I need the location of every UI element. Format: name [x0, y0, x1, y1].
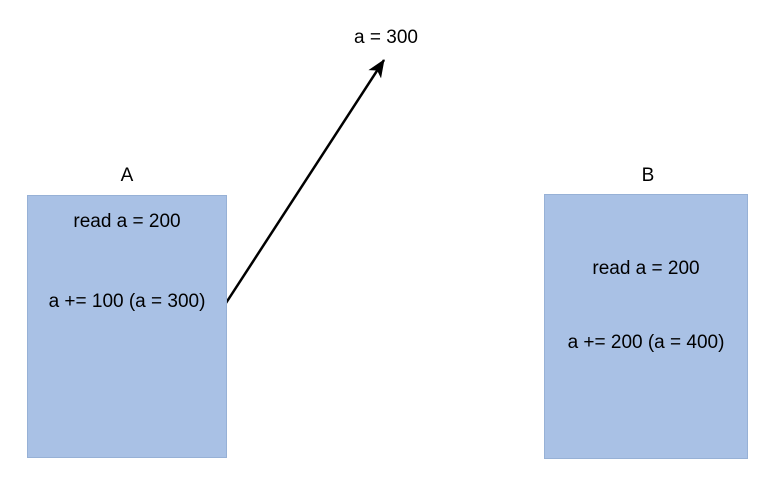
thread-a-increment-line: a += 100 (a = 300): [48, 291, 206, 312]
thread-a-label: A: [120, 165, 134, 186]
thread-b-label: B: [641, 165, 655, 186]
thread-a-box: read a = 200 a += 100 (a = 300): [27, 195, 227, 458]
thread-b-box: read a = 200 a += 200 (a = 400): [544, 194, 748, 459]
thread-a-read-line: read a = 200: [73, 211, 181, 232]
thread-b-increment-line: a += 200 (a = 400): [567, 332, 725, 353]
thread-b-read-line: read a = 200: [592, 258, 700, 279]
arrow-target-label: a = 300: [354, 27, 418, 48]
arrow-line: [224, 59, 386, 304]
